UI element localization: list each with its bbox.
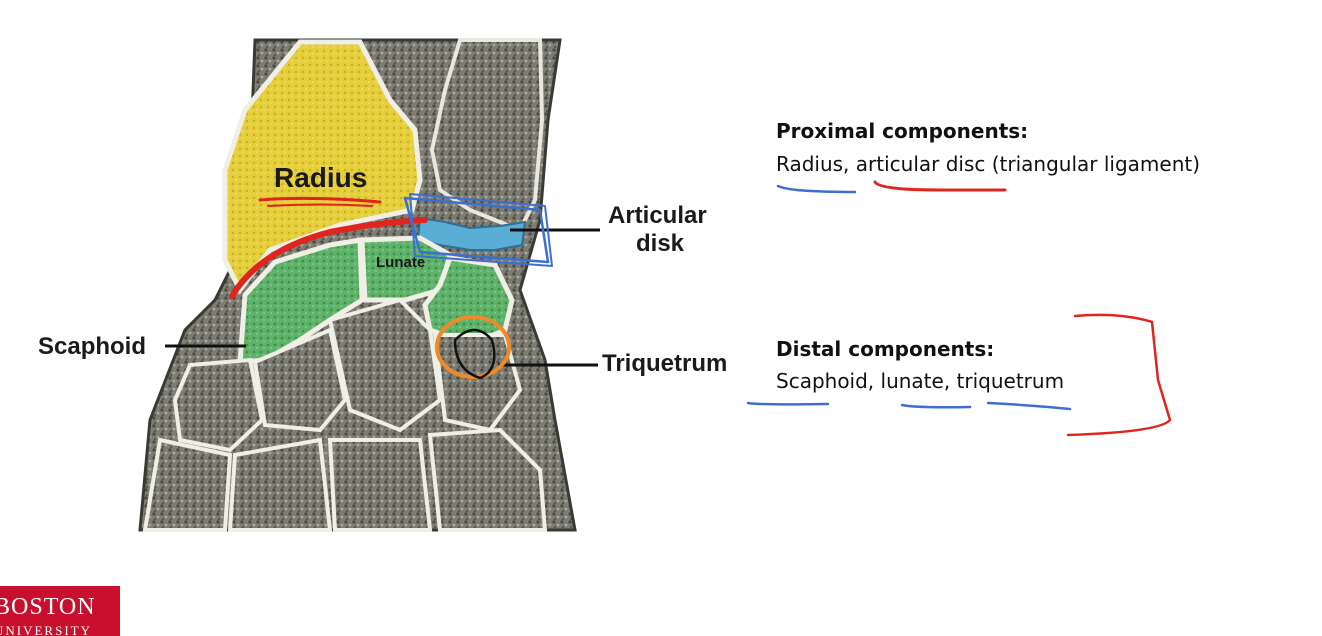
orange-circle-mark	[435, 315, 511, 379]
proximal-heading: Proximal components:	[776, 119, 1029, 143]
distal-heading: Distal components:	[776, 337, 995, 361]
boston-university-logo: BOSTON UNIVERSITY	[0, 586, 120, 636]
red-underline-disc	[873, 180, 1007, 192]
radius-bone	[222, 39, 423, 295]
ink-annotations-diagram	[229, 193, 553, 380]
scaphoid-bone	[237, 237, 365, 365]
radius-red-underline	[258, 196, 382, 204]
label-radius: Radius	[274, 162, 368, 193]
blue-box-mark	[403, 196, 550, 264]
ulna-bone	[429, 38, 545, 233]
blue-underline-lunate	[900, 403, 972, 409]
logo-line2: UNIVERSITY	[0, 623, 92, 636]
blue-underline-scaphoid	[746, 401, 830, 406]
label-articular-line1: Articular	[608, 202, 707, 229]
distal-text: Scaphoid, lunate, triquetrum	[776, 369, 1065, 393]
blue-underline-radius	[776, 184, 857, 194]
red-arc-mark	[229, 217, 428, 299]
label-articular-line2: disk	[636, 230, 685, 257]
blue-underline-triquetrum	[986, 401, 1072, 411]
ink-annotations-text	[746, 180, 1172, 437]
label-lunate: Lunate	[376, 254, 426, 271]
label-scaphoid: Scaphoid	[38, 333, 147, 360]
red-bracket-mark	[1066, 313, 1172, 437]
label-triquetrum: Triquetrum	[602, 350, 728, 377]
carpal-bones-distal	[142, 297, 548, 532]
leader-lines	[165, 228, 600, 367]
proximal-text: Radius, articular disc (triangular ligam…	[776, 152, 1201, 176]
logo-line1: BOSTON	[0, 594, 96, 620]
